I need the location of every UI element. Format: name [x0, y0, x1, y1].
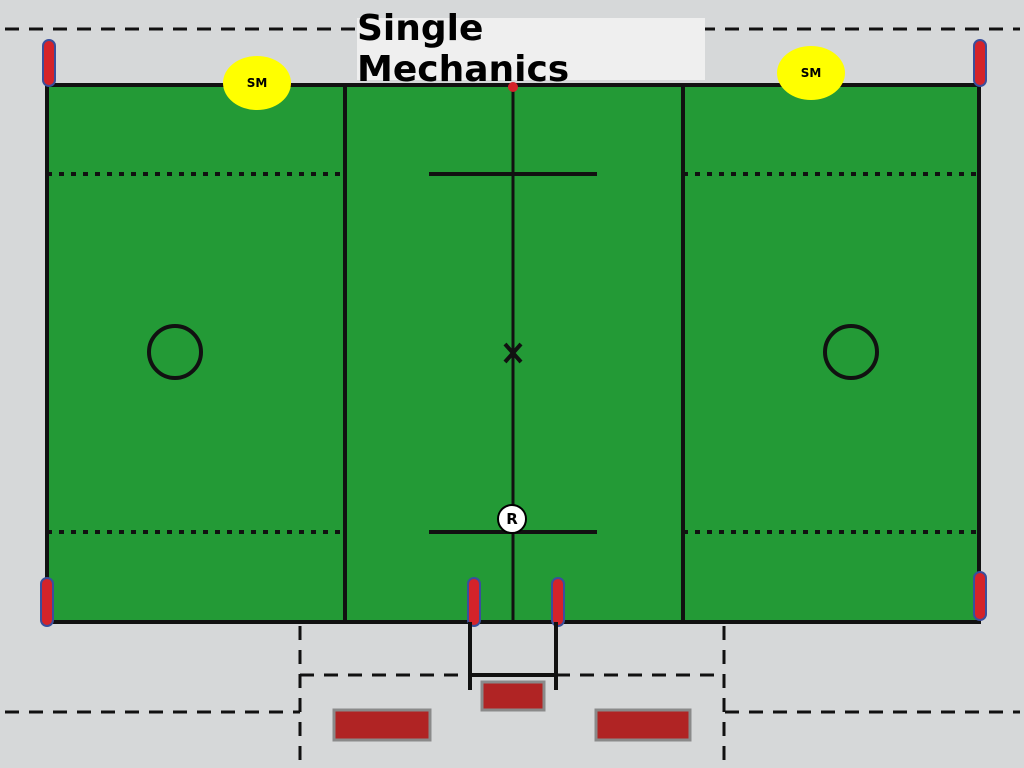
- official-sm-left-marker: SM: [223, 56, 291, 110]
- scorer-table-box: [480, 680, 546, 712]
- corner-flag-posts: [40, 39, 987, 627]
- diagram-title: Single Mechanics: [357, 8, 570, 90]
- title-banner: Single Mechanics: [357, 8, 705, 90]
- flag-post-top-left: [42, 39, 56, 87]
- right-goal-crease: [823, 324, 879, 380]
- flag-post-bench-left: [467, 577, 481, 627]
- referee-marker: R: [497, 504, 527, 534]
- flag-post-top-right: [973, 39, 987, 87]
- left-team-bench-box: [332, 708, 432, 742]
- flag-post-bottom-right: [973, 571, 987, 621]
- center-top-marker: [508, 82, 518, 92]
- left-goal-crease: [147, 324, 203, 380]
- flag-post-bench-right: [551, 577, 565, 627]
- right-team-bench-box: [594, 708, 692, 742]
- official-sm-right-marker: SM: [777, 46, 845, 100]
- bench-area: [298, 622, 726, 768]
- flag-post-bottom-left: [40, 577, 54, 627]
- faceoff-x-mark: [503, 342, 523, 364]
